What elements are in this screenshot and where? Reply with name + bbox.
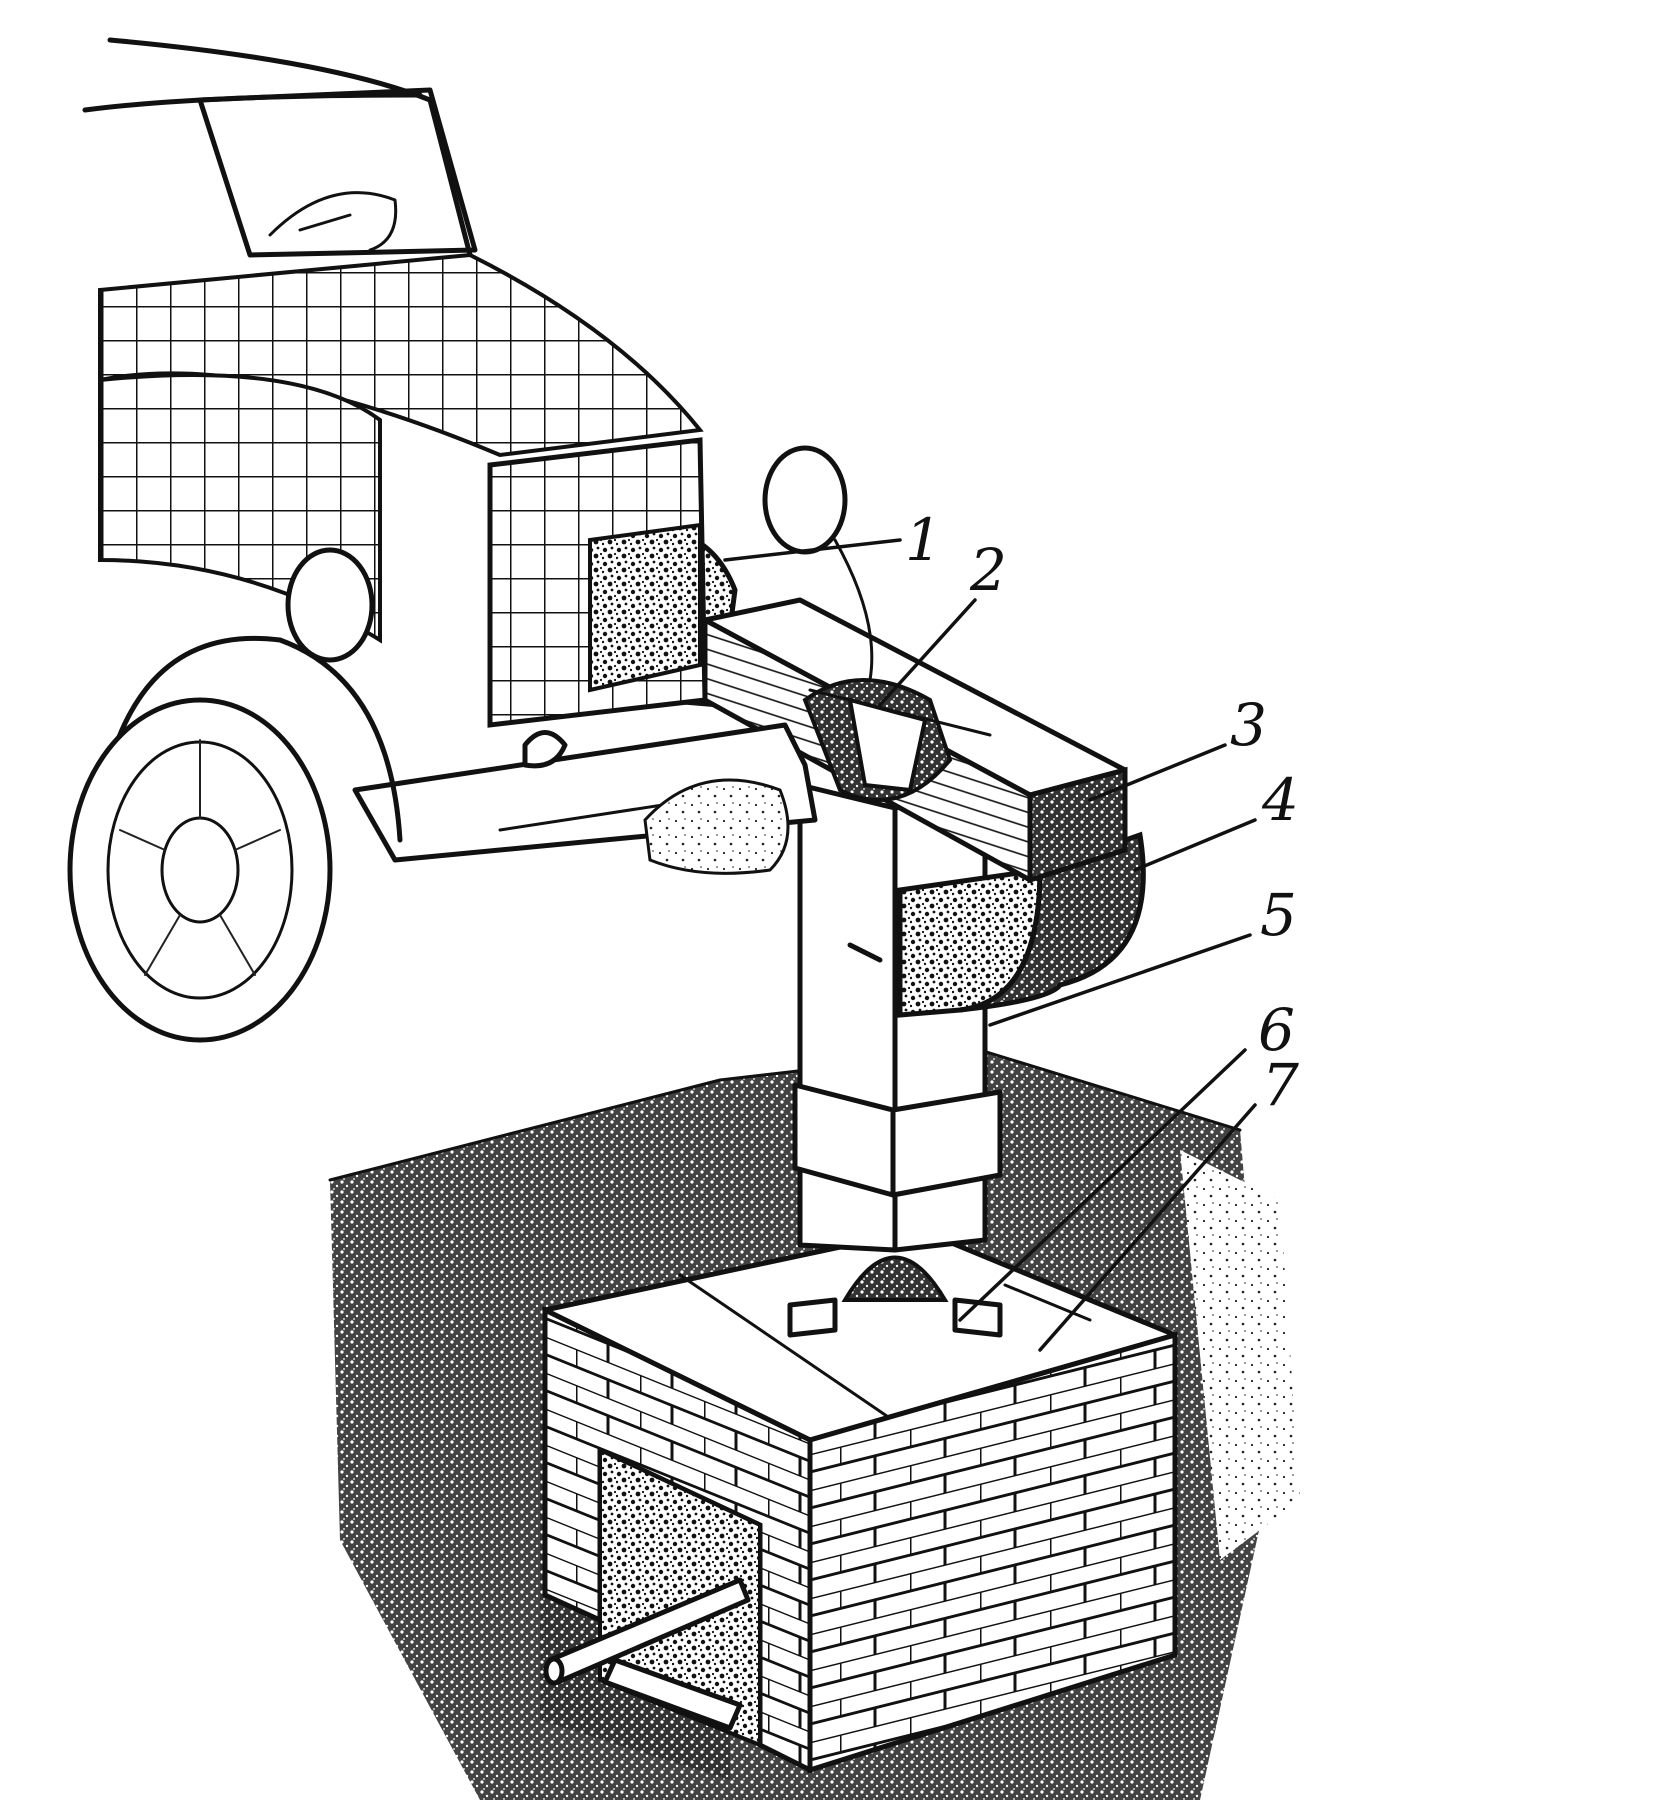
duct-end-face: [1027, 766, 1128, 884]
foundation-top-seam-2: [1003, 1283, 1092, 1322]
underground-pipes: [543, 1577, 751, 1731]
funnel-hood: [897, 831, 1146, 1018]
vertical-duct: [787, 782, 1003, 1338]
duct-handle: [847, 942, 883, 963]
leader-7: [1038, 1103, 1257, 1352]
leader-2: [878, 598, 977, 707]
callout-3: 3: [1230, 691, 1267, 759]
pipe-lower: [602, 1657, 743, 1731]
leader-3: [1088, 743, 1227, 802]
callout-2: 2: [969, 536, 1007, 604]
foundation-top-seam: [678, 1273, 902, 1427]
truck-windshield: [197, 87, 478, 258]
leader-1: [723, 538, 902, 562]
leader-lines: [723, 538, 1257, 1352]
callout-labels: 1 2 3 4 5 6 7: [905, 506, 1299, 1119]
truck-front-wheel: [67, 697, 333, 1043]
truck-roof: [107, 37, 473, 258]
callout-1: 1: [905, 506, 942, 574]
truck-grille-opening: [588, 522, 702, 693]
duct-lower-opening: [841, 1255, 949, 1302]
callout-5: 5: [1260, 881, 1297, 949]
leader-4: [1133, 818, 1257, 872]
truck-steering-wheel: [268, 191, 398, 252]
pipe-upper-end: [543, 1656, 565, 1686]
leader-5: [988, 933, 1252, 1027]
truck-tow-hook: [522, 730, 568, 769]
callout-4: 4: [1261, 766, 1299, 834]
callout-6: 6: [1258, 996, 1295, 1064]
truck: [67, 37, 874, 1043]
truck-headlight-left: [285, 547, 375, 663]
duct-mount-bracket-right: [952, 1297, 1003, 1338]
leader-6: [958, 1048, 1247, 1322]
truck-wheel-arch: [92, 635, 403, 843]
brick-foundation: [542, 1227, 1178, 1775]
truck-headlight-right: [762, 445, 848, 555]
truck-rear-wheel-shadow: [643, 778, 790, 875]
duct-mount-bracket-left: [787, 1297, 838, 1338]
callout-7: 7: [1262, 1051, 1299, 1119]
damper-rail: [808, 688, 992, 737]
